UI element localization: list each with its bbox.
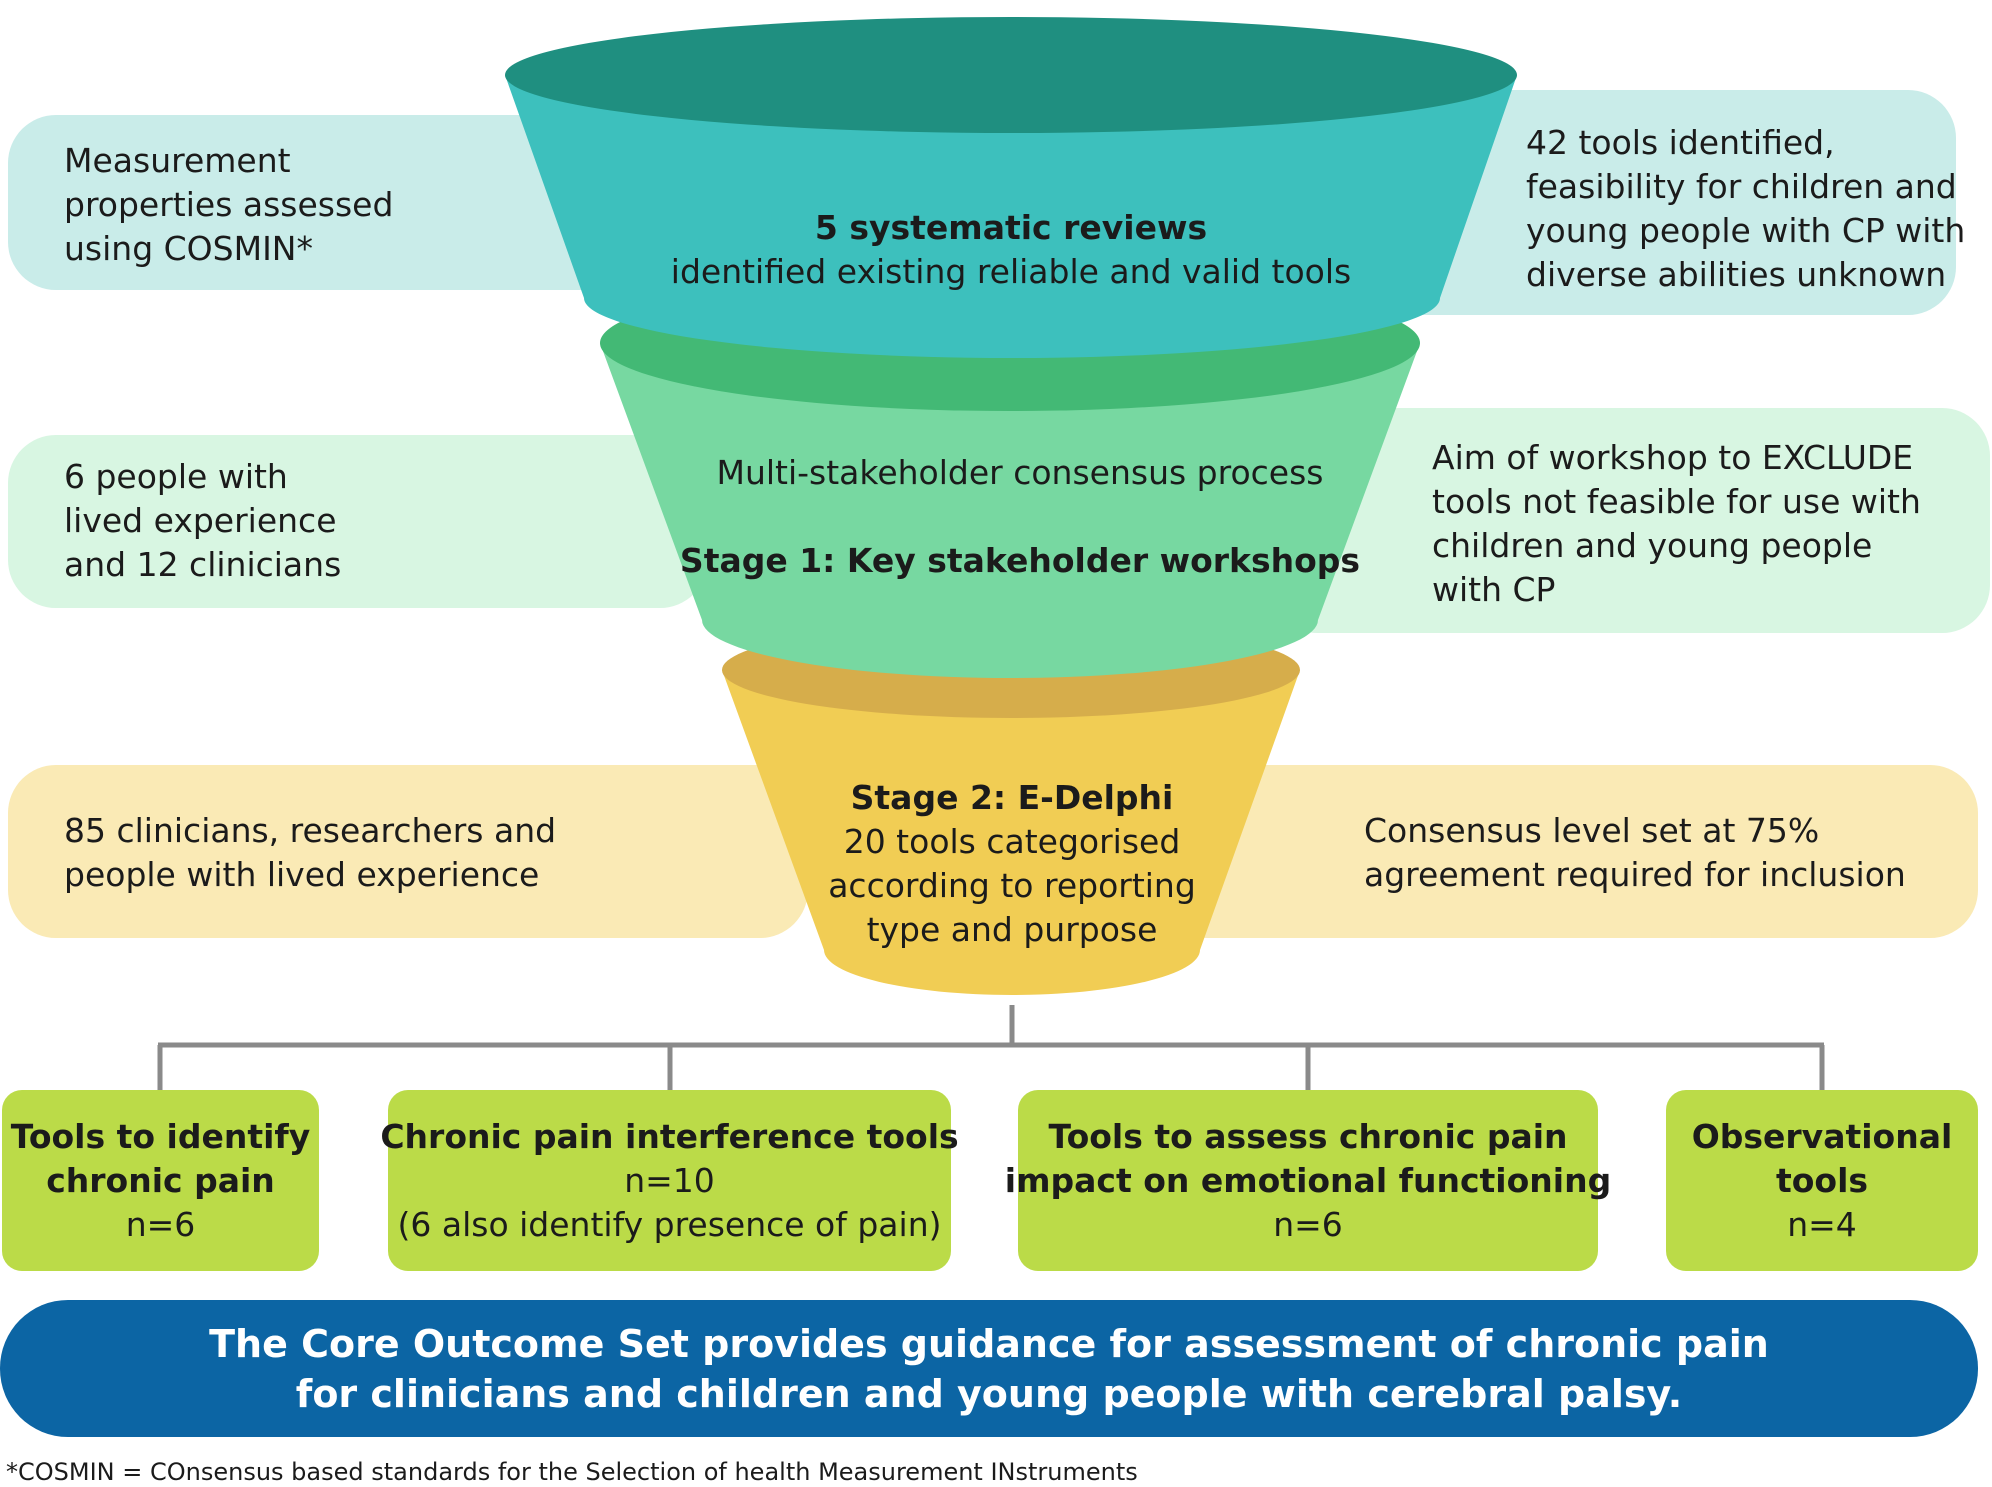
text-line: type and purpose <box>866 910 1158 949</box>
category-observational-tools: Observational tools n=4 <box>1666 1090 1978 1271</box>
bottom-left-pill <box>8 765 808 938</box>
bottom-right-pill <box>1160 765 1978 938</box>
category-title: Tools to assess chronic pain <box>1048 1116 1568 1156</box>
text-line: 85 clinicians, researchers and <box>64 811 557 850</box>
top-stage-text: 5 systematic reviews identified existing… <box>611 206 1411 294</box>
stage-line: Multi-stakeholder consensus process <box>716 453 1324 492</box>
stage-title: Stage 1: Key stakeholder workshops <box>679 541 1361 580</box>
category-count: n=4 <box>1787 1204 1857 1244</box>
category-title: Chronic pain interference tools <box>380 1116 959 1156</box>
middle-stage-text: Multi-stakeholder consensus process Stag… <box>620 451 1420 583</box>
category-title: chronic pain <box>46 1160 275 1200</box>
category-emotional-functioning: Tools to assess chronic pain impact on e… <box>1005 1090 1611 1271</box>
text-line: and 12 clinicians <box>64 545 342 584</box>
connector-lines <box>157 1005 1825 1092</box>
text-line: Measurement <box>64 141 291 180</box>
stage-title: 5 systematic reviews <box>814 208 1208 247</box>
category-title: Tools to identify <box>10 1116 311 1156</box>
category-title: impact on emotional functioning <box>1004 1160 1612 1200</box>
banner-line: for clinicians and children and young pe… <box>295 1371 1683 1416</box>
text-line: feasibility for children and <box>1526 167 1957 206</box>
text-line: 42 tools identified, <box>1526 123 1835 162</box>
bottom-right-text: Consensus level set at 75% agreement req… <box>1364 809 1906 897</box>
middle-left-pill <box>8 435 708 608</box>
footnote: *COSMIN = COnsensus based standards for … <box>6 1458 1138 1486</box>
category-title: tools <box>1775 1160 1869 1200</box>
text-line: tools not feasible for use with <box>1432 482 1921 521</box>
text-line: young people with CP with <box>1526 211 1966 250</box>
category-pain-interference: Chronic pain interference tools n=10 (6 … <box>380 1090 959 1271</box>
text-line: 6 people with <box>64 457 288 496</box>
top-right-text: 42 tools identified, feasibility for chi… <box>1526 121 1965 297</box>
category-count: n=10 <box>624 1160 715 1200</box>
text-line: agreement required for inclusion <box>1364 855 1906 894</box>
category-count: n=6 <box>1273 1204 1343 1244</box>
stage-subtitle: identified existing reliable and valid t… <box>670 252 1352 291</box>
stage-title: Stage 2: E-Delphi <box>850 778 1174 817</box>
text-line: properties assessed <box>64 185 394 224</box>
middle-right-text: Aim of workshop to EXCLUDE tools not fea… <box>1432 436 1921 612</box>
top-left-text: Measurement properties assessed using CO… <box>64 139 393 271</box>
category-note: (6 also identify presence of pain) <box>397 1204 942 1244</box>
middle-left-text: 6 people with lived experience and 12 cl… <box>64 455 341 587</box>
category-title: Observational <box>1691 1116 1953 1156</box>
text-line: lived experience <box>64 501 337 540</box>
text-line: 20 tools categorised <box>843 822 1181 861</box>
text-line: diverse abilities unknown <box>1526 255 1947 294</box>
text-line: people with lived experience <box>64 855 540 894</box>
category-count: n=6 <box>125 1204 196 1244</box>
top-left-pill <box>8 115 628 290</box>
category-identify-chronic-pain: Tools to identify chronic pain n=6 <box>2 1090 319 1271</box>
core-outcome-banner: The Core Outcome Set provides guidance f… <box>0 1300 1978 1437</box>
funnel-systematic-reviews <box>505 17 1517 358</box>
banner-line: The Core Outcome Set provides guidance f… <box>209 1321 1769 1366</box>
bottom-stage-text: Stage 2: E-Delphi 20 tools categorised a… <box>812 776 1212 952</box>
bottom-left-text: 85 clinicians, researchers and people wi… <box>64 809 556 897</box>
middle-right-pill <box>1270 408 1990 633</box>
text-line: with CP <box>1432 570 1556 609</box>
text-line: Consensus level set at 75% <box>1364 811 1820 850</box>
text-line: children and young people <box>1432 526 1873 565</box>
text-line: Aim of workshop to EXCLUDE <box>1432 438 1914 477</box>
text-line: according to reporting <box>828 866 1196 905</box>
text-line: using COSMIN* <box>64 229 313 268</box>
